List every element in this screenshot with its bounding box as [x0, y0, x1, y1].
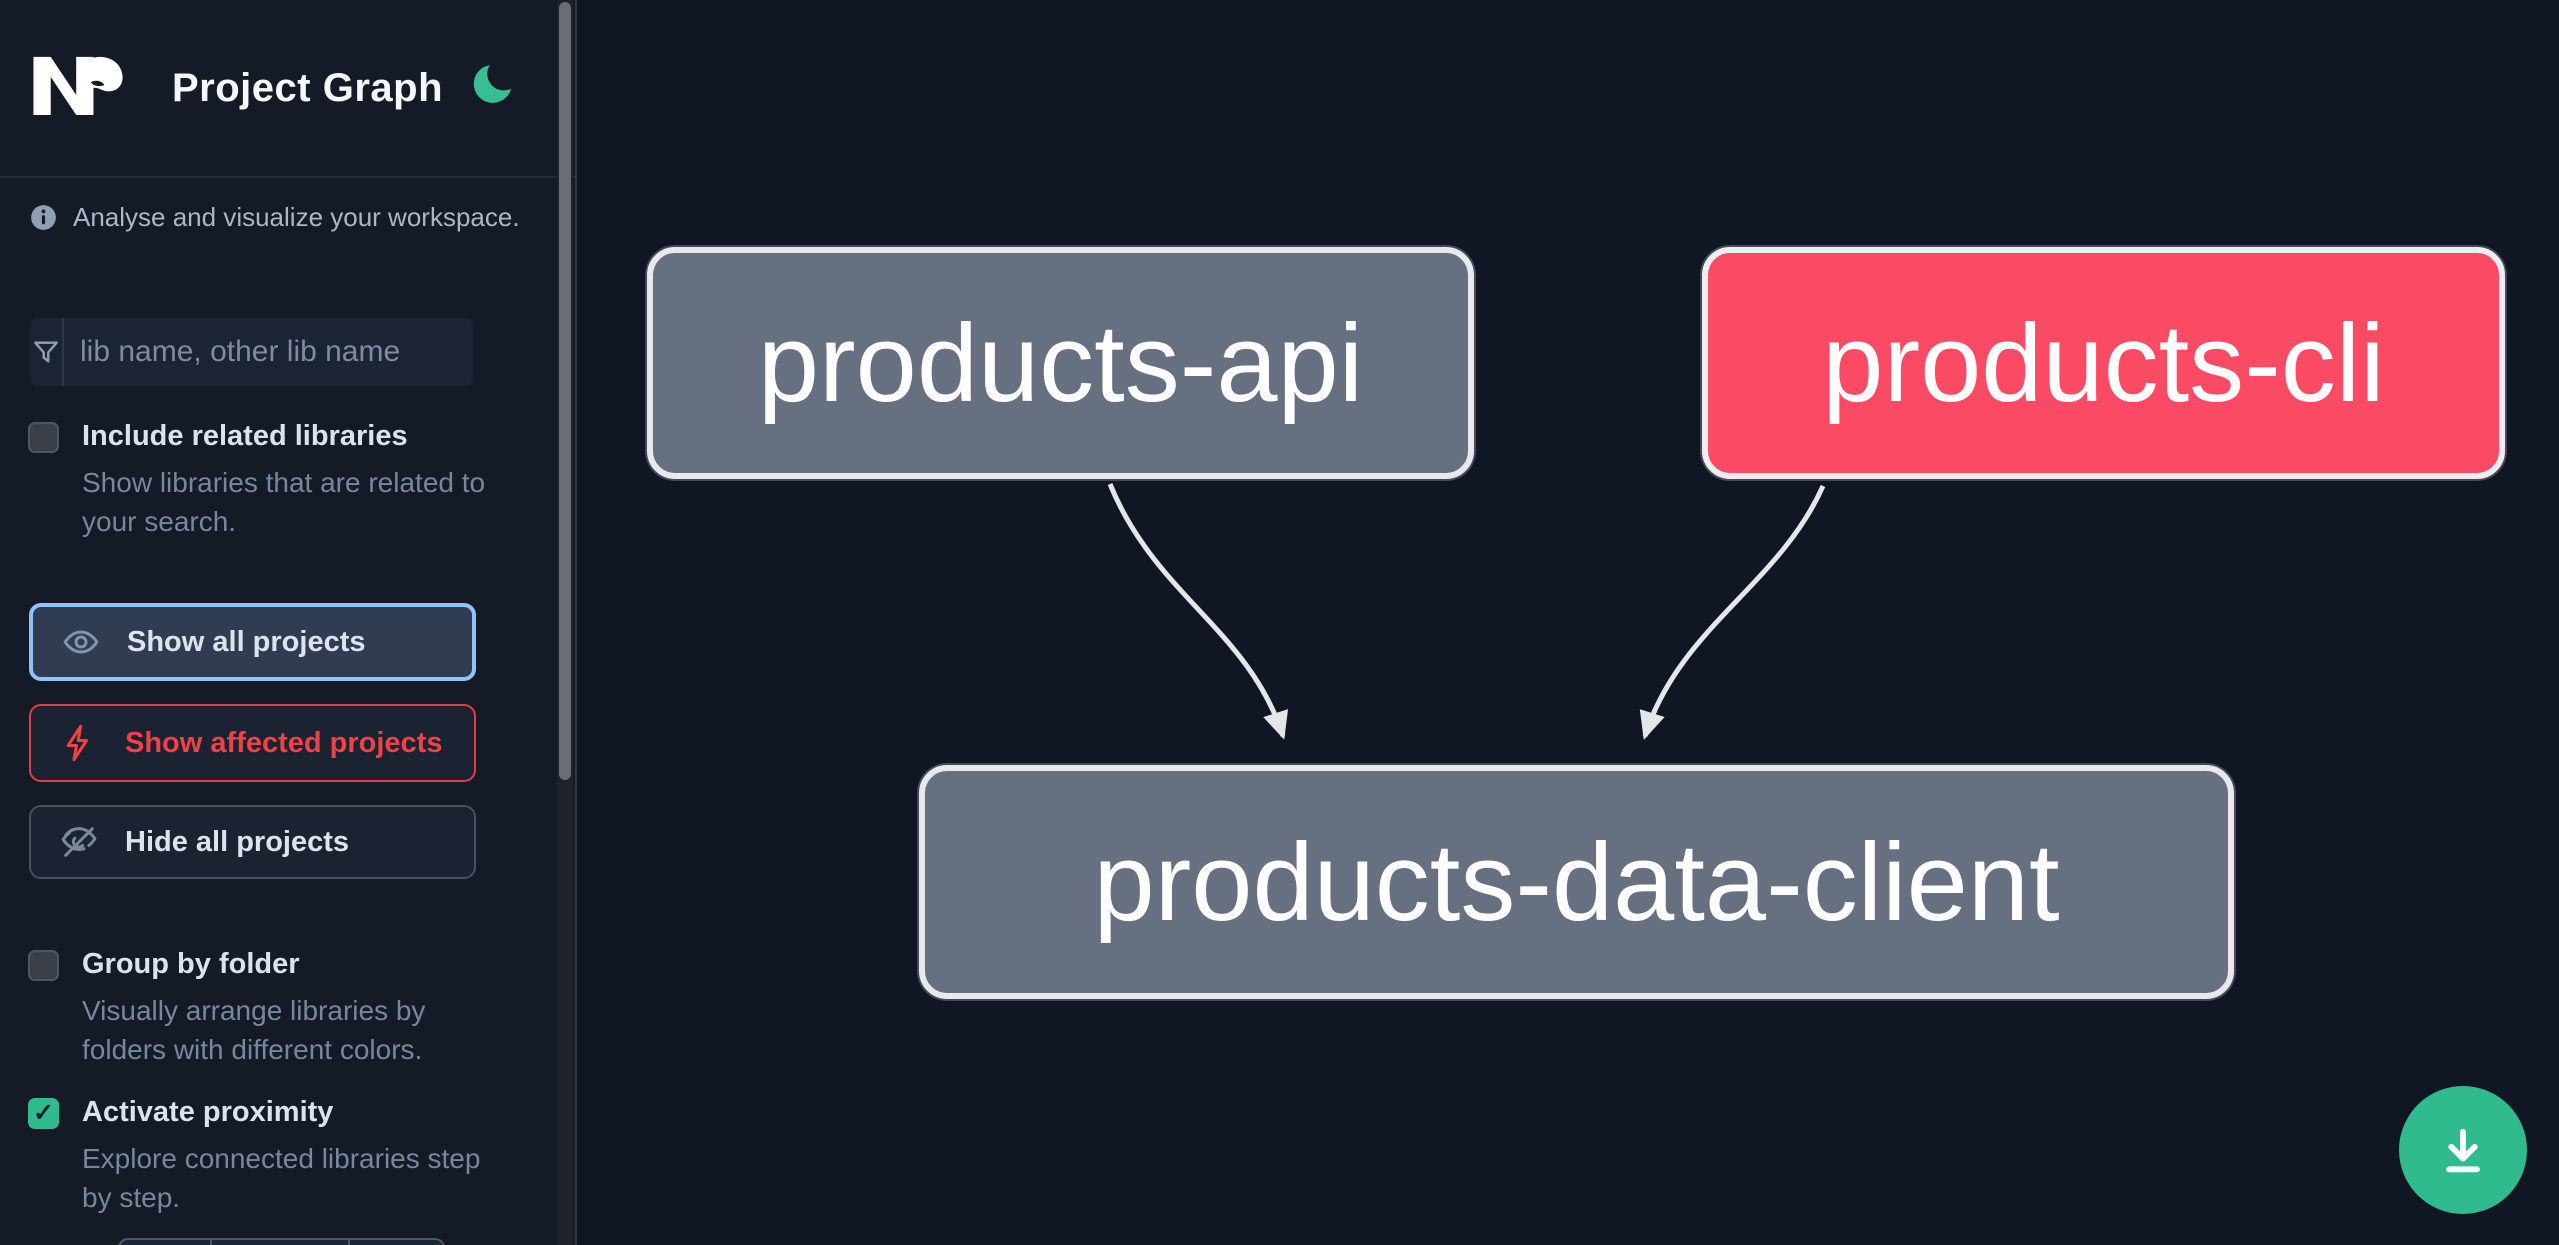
download-button[interactable] — [2399, 1086, 2527, 1214]
show-all-projects-label: Show all projects — [127, 625, 366, 658]
activate-proximity-option: ✓ Activate proximity Explore connected l… — [28, 1096, 508, 1217]
lightning-icon — [66, 724, 88, 762]
funnel-icon — [30, 318, 64, 386]
node-label: products-api — [757, 301, 1364, 425]
nx-logo — [33, 56, 123, 115]
group-by-folder-option: Group by folder Visually arrange librari… — [28, 948, 508, 1069]
search-input[interactable] — [64, 318, 473, 386]
sidebar-header: Project Graph — [0, 0, 575, 178]
group-by-folder-description: Visually arrange libraries by folders wi… — [82, 995, 426, 1066]
eye-icon — [63, 630, 99, 654]
activate-proximity-description: Explore connected libraries step by step… — [82, 1143, 481, 1214]
theme-toggle-button[interactable] — [462, 58, 518, 114]
segment-button-1[interactable] — [118, 1238, 212, 1245]
eye-off-icon — [61, 827, 97, 857]
activate-proximity-label: Activate proximity — [82, 1096, 334, 1128]
download-icon — [2446, 1128, 2480, 1173]
include-related-checkbox[interactable] — [28, 422, 59, 453]
activate-proximity-checkbox[interactable]: ✓ — [28, 1098, 59, 1129]
segment-button-2[interactable] — [212, 1238, 350, 1245]
edge-products-api-to-data-client — [1107, 483, 1289, 740]
scrollbar-thumb[interactable] — [559, 2, 571, 780]
tagline-text: Analyse and visualize your workspace. — [73, 202, 520, 232]
moon-icon — [473, 64, 512, 103]
show-affected-projects-button[interactable]: Show affected projects — [29, 704, 476, 782]
include-related-option: Include related libraries Show libraries… — [28, 420, 508, 541]
graph-node-products-api[interactable]: products-api — [647, 247, 1474, 479]
search-box — [30, 318, 473, 386]
group-by-folder-label: Group by folder — [82, 948, 300, 980]
hide-all-projects-label: Hide all projects — [125, 825, 350, 858]
include-related-description: Show libraries that are related to your … — [82, 467, 486, 538]
segment-button-3[interactable] — [350, 1238, 445, 1245]
group-by-folder-checkbox[interactable] — [28, 950, 59, 981]
checkmark-icon: ✓ — [33, 1099, 54, 1127]
show-affected-projects-label: Show affected projects — [125, 726, 443, 759]
include-related-label: Include related libraries — [82, 420, 408, 452]
graph-canvas[interactable]: products-api products-cli products-data-… — [577, 0, 2559, 1245]
info-icon — [31, 205, 56, 230]
node-label: products-data-client — [1093, 820, 2060, 944]
sidebar: Project Graph Analyse and visualize your… — [0, 0, 577, 1245]
show-all-projects-button[interactable]: Show all projects — [29, 603, 476, 681]
node-label: products-cli — [1822, 301, 2385, 425]
edge-products-cli-to-data-client — [1639, 484, 1826, 740]
page-title: Project Graph — [172, 66, 444, 110]
graph-node-products-data-client[interactable]: products-data-client — [919, 765, 2234, 999]
dependency-edges — [1107, 483, 1826, 740]
tagline: Analyse and visualize your workspace. — [30, 202, 520, 233]
bottom-segmented-control — [118, 1238, 445, 1245]
graph-node-products-cli[interactable]: products-cli — [1702, 247, 2505, 479]
hide-all-projects-button[interactable]: Hide all projects — [29, 805, 476, 879]
sidebar-scrollbar[interactable] — [557, 0, 573, 1245]
